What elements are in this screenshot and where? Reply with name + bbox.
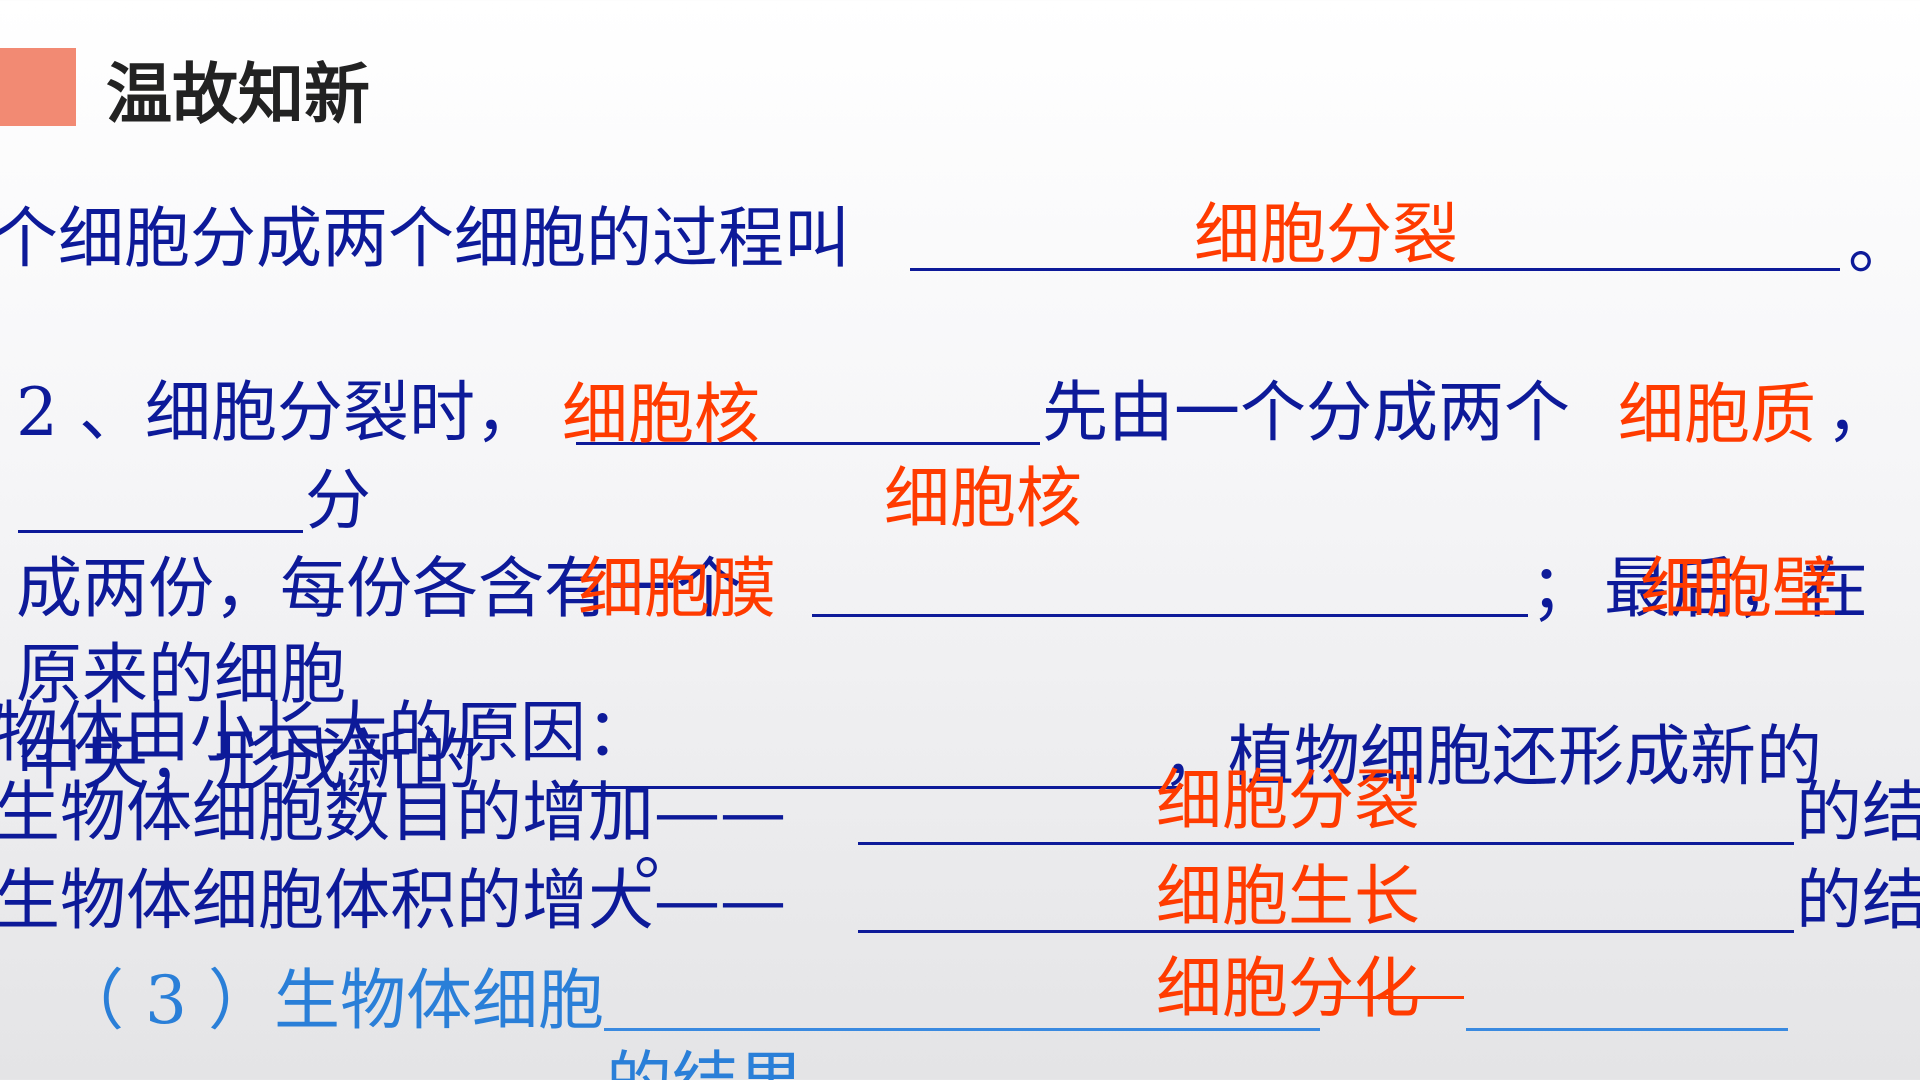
title-accent-block (0, 48, 76, 126)
question-2-line3-prefix: 成两份，每份各含有一个 (16, 550, 742, 627)
question-3-blank-3a (604, 1028, 1320, 1031)
answer-1-cell-division: 细胞分裂 (1194, 196, 1458, 273)
question-1-text: 个细胞分成两个细胞的过程叫 (0, 200, 850, 277)
answer-2-nucleus: 细胞核 (562, 376, 760, 453)
answer-2-cell-wall: 细胞壁 (1640, 550, 1838, 627)
question-2-line5-tail: ，植物细胞还形成新的 (1162, 718, 1822, 795)
answer-3-cell-division: 细胞分裂 (1156, 762, 1420, 839)
question-3-line2-prefix: 生物体细胞体积的增大—— (0, 862, 786, 939)
question-2-blank-1 (576, 442, 1040, 445)
question-3-heading: 物体由小长大的原因： (0, 694, 652, 771)
question-2-line1-mid: 先由一个分成两个 (1042, 374, 1570, 451)
question-2-blank-3 (812, 614, 1528, 617)
answer-3-strike-line (1324, 996, 1464, 999)
question-2-line3-tail: 最后，在 (1604, 550, 1868, 627)
question-3-line3-tail: 的结果 (606, 1050, 804, 1080)
slide-title: 温故知新 (106, 56, 370, 133)
answer-2-nucleus-second: 细胞核 (884, 460, 1082, 537)
question-2-line1-prefix: 2 、细胞分裂时， (16, 374, 541, 451)
question-3-line1-suffix: 的结 (1796, 774, 1920, 851)
question-3-blank-2 (858, 930, 1794, 933)
question-1-blank (910, 268, 1840, 271)
question-2-line5-prefix: 中央，形成新的 (16, 722, 478, 799)
question-2-line6: 。 (634, 812, 700, 889)
question-2-line4: 原来的细胞 (16, 636, 346, 713)
question-3-line3-prefix: （ 3 ）生物体细胞 (58, 962, 604, 1039)
question-3-blank-1 (858, 842, 1794, 845)
answer-2-cytoplasm: 细胞质 (1618, 376, 1816, 453)
question-3-line1-prefix: 生物体细胞数目的增加—— (0, 774, 786, 851)
answer-2-membrane: 细胞膜 (578, 550, 776, 627)
question-2-blank-2 (18, 530, 303, 533)
answer-3-cell-differentiation: 细胞分化 (1156, 950, 1420, 1027)
question-3-line2-suffix: 的结 (1796, 862, 1920, 939)
question-2-line3-semicolon: ； (1530, 550, 1596, 627)
question-1-period: 。 (1848, 206, 1914, 283)
question-2-line2: 分 (305, 462, 371, 539)
question-3-blank-3b (1466, 1028, 1788, 1031)
question-2-line1-end: ， (1826, 374, 1892, 451)
question-3-heading-blank (560, 786, 1182, 789)
answer-3-cell-growth: 细胞生长 (1156, 858, 1420, 935)
